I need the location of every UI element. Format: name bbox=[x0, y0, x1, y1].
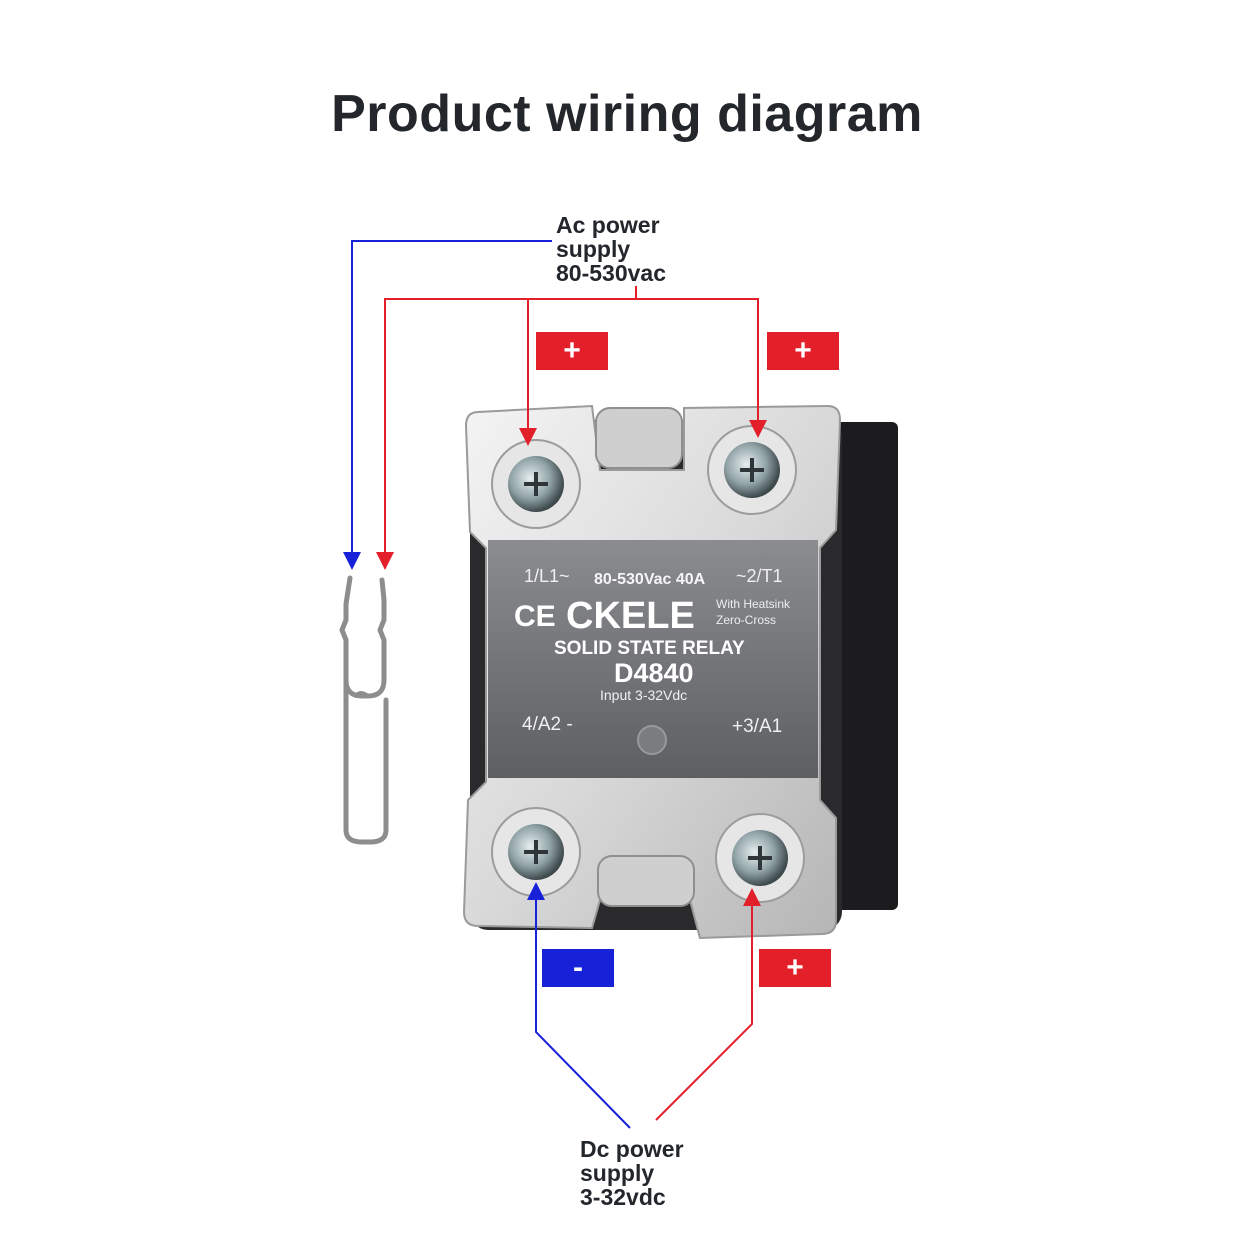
ac-wire-positive bbox=[384, 286, 759, 552]
negative-badge-bottom-left: - bbox=[542, 949, 614, 987]
dc-label-line: Dc power bbox=[580, 1136, 684, 1162]
positive-badge-top-left: + bbox=[536, 332, 608, 370]
dc-wire-positive bbox=[655, 906, 753, 1121]
ac-label-line: supply bbox=[556, 236, 631, 262]
dc-wire-negative bbox=[535, 900, 631, 1129]
relay-type: SOLID STATE RELAY bbox=[554, 638, 745, 659]
heatsink-note: With Heatsink bbox=[716, 597, 791, 611]
rating-text: 80-530Vac 40A bbox=[594, 571, 706, 588]
dc-label-line: supply bbox=[580, 1160, 655, 1186]
ce-mark: CE bbox=[514, 600, 556, 633]
ac-wire-negative bbox=[351, 240, 552, 552]
positive-badge-top-right: + bbox=[767, 332, 839, 370]
ac-arrow-positive bbox=[376, 552, 394, 570]
terminal-arrow-bottom-left bbox=[527, 882, 545, 900]
ac-arrow-negative bbox=[343, 552, 361, 570]
relay-label-plate bbox=[488, 540, 818, 778]
ac-label-line: 80-530vac bbox=[556, 260, 666, 286]
screw-terminal-bottom-left bbox=[491, 807, 581, 897]
ac-label-line: Ac power bbox=[556, 212, 660, 238]
diagram-title: Product wiring diagram bbox=[331, 85, 923, 143]
terminal-arrow-top-left bbox=[519, 428, 537, 446]
brand-name: CKELE bbox=[566, 595, 695, 637]
input-rating: Input 3-32Vdc bbox=[600, 687, 687, 703]
dc-label-line: 3-32vdc bbox=[580, 1184, 666, 1210]
terminal-label-3-a1: +3/A1 bbox=[732, 716, 782, 737]
screw-terminal-top-right bbox=[707, 425, 797, 515]
terminal-label-4-a2: 4/A2 - bbox=[522, 714, 573, 735]
terminal-arrow-top-right bbox=[749, 420, 767, 438]
positive-badge-bottom-right: + bbox=[759, 949, 831, 987]
model-number: D4840 bbox=[614, 658, 694, 688]
terminal-arrow-bottom-right bbox=[743, 888, 761, 906]
zero-cross-note: Zero-Cross bbox=[716, 613, 776, 627]
screw-terminal-top-left bbox=[491, 439, 581, 529]
terminal-label-2-t1: ~2/T1 bbox=[736, 566, 783, 586]
heating-element bbox=[339, 575, 389, 845]
terminal-label-1-l1: 1/L1~ bbox=[524, 566, 570, 586]
ac-power-supply-label: Ac power supply 80-530vac bbox=[556, 213, 666, 285]
screw-terminal-bottom-right bbox=[715, 813, 805, 903]
dc-power-supply-label: Dc power supply 3-32vdc bbox=[580, 1137, 684, 1209]
